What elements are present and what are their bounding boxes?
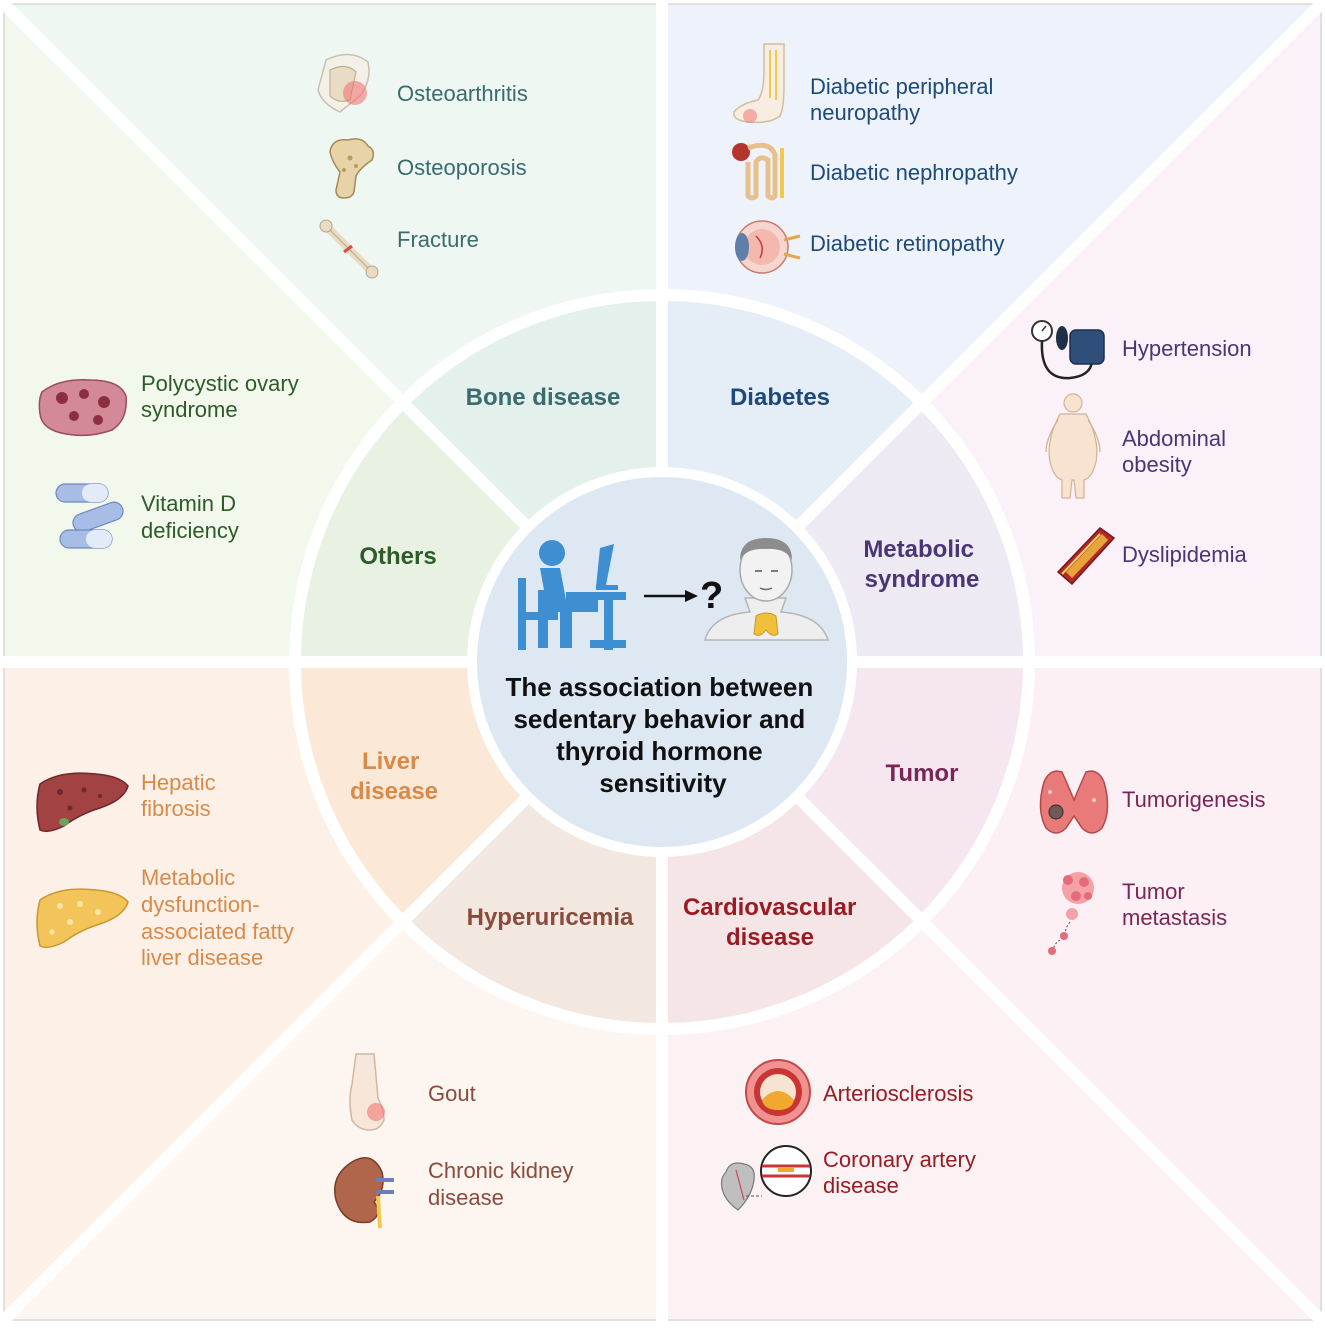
diabetic-peripheral-neuropathy-label: Diabetic peripheral neuropathy: [810, 74, 1000, 125]
fatty-liver-icon: [36, 888, 129, 949]
tumorigenesis-label: Tumorigenesis: [1122, 787, 1265, 812]
center-title-line: The association between: [506, 672, 814, 702]
sedentary-person-icon: [518, 540, 626, 650]
category-bone-disease: Bone disease: [466, 384, 621, 411]
chronic-kidney-disease-label: Chronic kidney disease: [428, 1158, 580, 1210]
center-title-line: thyroid hormone: [556, 736, 763, 766]
hypertension-label: Hypertension: [1122, 336, 1252, 361]
head-thyroid-icon: [704, 538, 830, 641]
nephron-icon: [732, 142, 784, 201]
knee-joint-icon: [317, 53, 370, 113]
femur-bone-icon: [329, 138, 375, 199]
gout-label: Gout: [428, 1081, 476, 1106]
tumor-metastasis-label: Tumor metastasis: [1122, 879, 1227, 930]
thyroid-tumor-icon: [1039, 770, 1109, 834]
metastasis-icon: [1048, 872, 1094, 955]
diabetic-retinopathy-label: Diabetic retinopathy: [810, 231, 1004, 256]
polycystic-ovary-syndrome-label: Polycystic ovary syndrome: [141, 371, 305, 422]
ovary-icon: [38, 379, 127, 437]
category-others: Others: [359, 543, 436, 570]
center-title-line: sedentary behavior and: [513, 704, 805, 734]
kidney-icon: [334, 1157, 394, 1229]
mafld-label: Metabolic dysfunction- associated fatty …: [141, 865, 300, 970]
vitamin-d-deficiency-label: Vitamin D deficiency: [141, 491, 242, 543]
capsule-pills-icon: [55, 483, 124, 549]
center-title: The association between sedentary behavi…: [506, 672, 821, 798]
coronary-artery-disease-label: Coronary artery disease: [823, 1147, 982, 1198]
category-diabetes: Diabetes: [730, 384, 830, 411]
broken-bone-icon: [319, 219, 379, 279]
category-tumor: Tumor: [886, 760, 959, 787]
osteoporosis-label: Osteoporosis: [397, 155, 527, 180]
arteriosclerosis-label: Arteriosclerosis: [823, 1081, 973, 1106]
blood-pressure-cuff-icon: [1031, 320, 1105, 380]
artery-plaque-icon: [1056, 527, 1116, 586]
abdominal-obesity-label: Abdominal obesity: [1122, 426, 1232, 477]
eye-icon: [735, 220, 801, 274]
dyslipidemia-label: Dyslipidemia: [1122, 542, 1247, 567]
fibrotic-liver-icon: [36, 772, 129, 833]
category-liver-disease: Liver disease: [350, 748, 438, 805]
foot-icon: [733, 43, 785, 124]
gout-foot-icon: [349, 1053, 385, 1131]
category-hyperuricemia: Hyperuricemia: [467, 904, 634, 931]
heart-icon: [720, 1145, 812, 1211]
obese-body-icon: [1045, 393, 1101, 499]
question-mark-icon: ?: [700, 575, 723, 617]
arrow-icon: [644, 590, 698, 602]
category-metabolic-syndrome: Metabolic syndrome: [863, 536, 980, 593]
fracture-label: Fracture: [397, 227, 479, 252]
osteoarthritis-label: Osteoarthritis: [397, 81, 528, 106]
center-title-line: sensitivity: [599, 768, 727, 798]
category-cardiovascular-disease: Cardiovascular disease: [683, 894, 863, 951]
artery-cross-section-icon: [745, 1059, 811, 1125]
diabetic-nephropathy-label: Diabetic nephropathy: [810, 160, 1018, 185]
hepatic-fibrosis-label: Hepatic fibrosis: [141, 770, 222, 821]
